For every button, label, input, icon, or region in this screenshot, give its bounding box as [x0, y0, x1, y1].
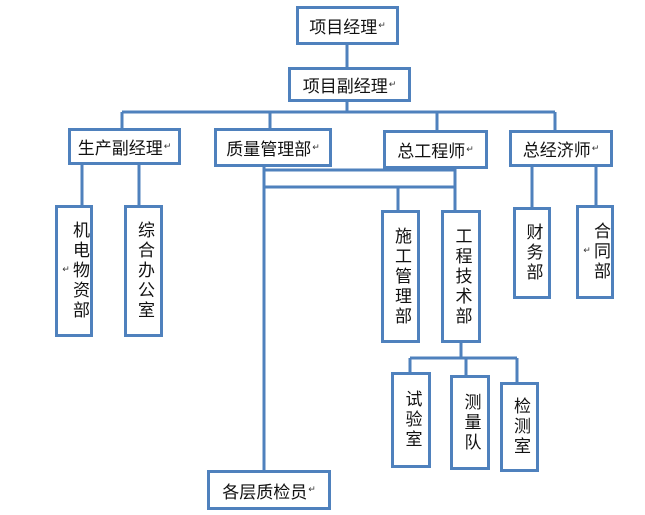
node-label: 综合办公室	[134, 221, 154, 321]
node-contract-dept: 合同部↵	[576, 205, 614, 299]
node-label: 项目副经理	[302, 77, 388, 97]
node-label: 项目经理	[309, 18, 378, 38]
node-label: 施工管理部	[391, 226, 411, 327]
paragraph-mark: ↵	[163, 141, 172, 152]
paragraph-mark: ↵	[308, 485, 316, 495]
node-inspection-lab: 检测室	[500, 382, 539, 472]
node-test-lab: 试验室	[391, 372, 431, 468]
paragraph-mark: ↵	[466, 144, 474, 155]
node-label: 总经济师	[522, 141, 591, 161]
node-label: 试验室	[401, 390, 422, 450]
node-label: 生产副经理	[77, 139, 163, 159]
node-project-manager: 项目经理↵	[296, 6, 399, 45]
node-production-deputy: 生产副经理↵	[68, 128, 181, 165]
node-construction-dept: 施工管理部	[381, 210, 420, 343]
node-label: 机电物资部	[69, 221, 89, 321]
node-label: 各层质检员	[222, 482, 308, 503]
paragraph-mark: ↵	[312, 142, 320, 153]
paragraph-mark: ↵	[388, 79, 397, 90]
node-engineering-dept: 工程技术部	[441, 210, 481, 343]
paragraph-mark: ↵	[378, 20, 386, 31]
node-general-office: 综合办公室	[124, 205, 163, 337]
node-label: 工程技术部	[451, 226, 472, 327]
node-chief-economist: 总经济师↵	[509, 130, 613, 167]
node-finance-dept: 财务部	[513, 207, 551, 299]
paragraph-mark: ↵	[61, 265, 71, 278]
paragraph-mark: ↵	[582, 246, 592, 259]
node-quality-dept: 质量管理部↵	[214, 128, 332, 167]
node-deputy-manager: 项目副经理↵	[288, 67, 411, 102]
node-mechanical-materials-dept: 机电物资部↵	[55, 205, 93, 337]
node-label: 合同部	[590, 222, 610, 282]
node-label: 测量队	[460, 392, 481, 453]
node-label: 总工程师	[397, 142, 466, 162]
node-label: 财务部	[522, 223, 543, 283]
node-chief-engineer: 总工程师↵	[383, 130, 488, 169]
node-label: 质量管理部	[226, 140, 312, 160]
paragraph-mark: ↵	[591, 143, 600, 154]
node-quality-inspectors: 各层质检员↵	[207, 470, 331, 510]
node-label: 检测室	[510, 397, 530, 457]
node-survey-team: 测量队	[450, 375, 490, 470]
